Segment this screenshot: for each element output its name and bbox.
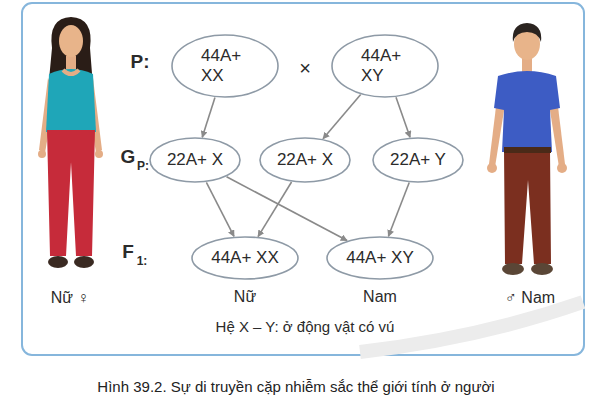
ellipse-shape xyxy=(373,138,463,182)
ellipse-outline xyxy=(171,34,279,98)
ellipse-shape xyxy=(150,138,240,182)
chromosome-ellipse: 22A+ X xyxy=(259,137,351,183)
chromosome-ellipse: 44A+ XY xyxy=(331,34,439,98)
ellipse-shape xyxy=(192,237,298,279)
generation-label: G xyxy=(121,146,136,168)
inheritance-arrow xyxy=(206,182,234,236)
chromosome-ellipse: 44A+ XY xyxy=(326,236,434,280)
ellipse-shape xyxy=(260,138,350,182)
chromosome-set: 44A+ XX xyxy=(211,248,279,268)
inheritance-arrow xyxy=(258,182,291,237)
woman-figure xyxy=(38,17,103,268)
chromosome-ellipse: 22A+ X xyxy=(149,137,241,183)
man-figure xyxy=(487,23,567,275)
generation-label: F xyxy=(122,241,134,263)
chromosome-ellipse: 44A+ XX xyxy=(171,34,279,98)
inheritance-arrow xyxy=(323,95,361,139)
sex-label: Nam xyxy=(363,288,397,306)
generation-label: P: xyxy=(131,51,150,73)
chromosome-set: 22A+ X xyxy=(167,150,223,170)
frame xyxy=(22,3,584,355)
chromosome-set: 44A+ XX xyxy=(201,46,249,86)
chromosome-set: 22A+ X xyxy=(277,150,333,170)
ellipse-outline xyxy=(331,34,439,98)
generation-subscript: P: xyxy=(137,159,149,173)
chromosome-ellipse: 44A+ XX xyxy=(191,236,299,280)
ellipse-shape xyxy=(332,35,438,97)
inheritance-arrow xyxy=(396,97,410,137)
generation-subscript: 1: xyxy=(137,254,148,268)
figure-caption: Hình 39.2. Sự di truyền cặp nhiễm sắc th… xyxy=(97,378,494,395)
inheritance-arrow xyxy=(202,97,215,137)
system-note: Hệ X – Y: ở động vật có vú xyxy=(216,318,395,335)
cross-symbol: × xyxy=(299,57,311,80)
chromosome-ellipse: 22A+ Y xyxy=(372,137,464,183)
inheritance-arrow xyxy=(227,177,348,241)
chromosome-set: 44A+ XY xyxy=(346,248,414,268)
figure-label: ♂ Nam xyxy=(505,289,555,307)
ellipse-shape xyxy=(172,35,278,97)
ellipse-shape xyxy=(327,237,433,279)
figure-label: Nữ ♀ xyxy=(51,289,90,307)
sex-label: Nữ xyxy=(234,288,256,306)
chromosome-set: 22A+ Y xyxy=(390,150,446,170)
chromosome-set: 44A+ XY xyxy=(361,46,409,86)
inheritance-arrow xyxy=(388,183,409,237)
